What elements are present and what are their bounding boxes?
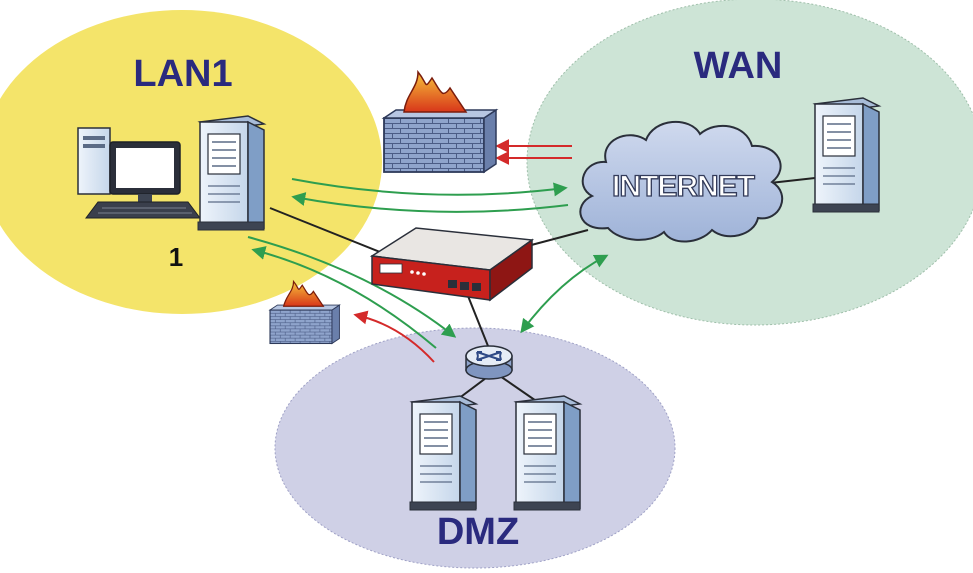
- link-lan-gateway: [269, 207, 391, 257]
- lan-zone-label: LAN1: [133, 53, 232, 95]
- link-gateway-router: [467, 295, 489, 347]
- firewall-icon: [383, 69, 497, 173]
- wan-zone-label: WAN: [694, 45, 783, 87]
- blocked-traffic-arrows: [353, 139, 572, 363]
- lan-zone: LAN1: [0, 10, 382, 314]
- dmz-server-icon: [513, 395, 581, 511]
- allowed-traffic-arrows: [247, 178, 609, 349]
- lan-server-icon: [197, 115, 265, 231]
- internet-cloud-icon: INTERNET: [579, 120, 784, 243]
- wan-server-icon: [812, 97, 880, 213]
- router-switch-icon: [465, 345, 513, 380]
- internet-label: INTERNET: [612, 170, 755, 203]
- desktop-computer-icon: [77, 127, 201, 219]
- lan-host-number: 1: [169, 242, 183, 272]
- dmz-server-icon: [409, 395, 477, 511]
- dmz-zone-label: DMZ: [437, 511, 519, 553]
- dmz-firewall-icon: [269, 279, 340, 345]
- flame-icon: [403, 69, 468, 113]
- security-gateway-icon: [369, 227, 535, 302]
- link-cloud-wan-server: [769, 177, 816, 184]
